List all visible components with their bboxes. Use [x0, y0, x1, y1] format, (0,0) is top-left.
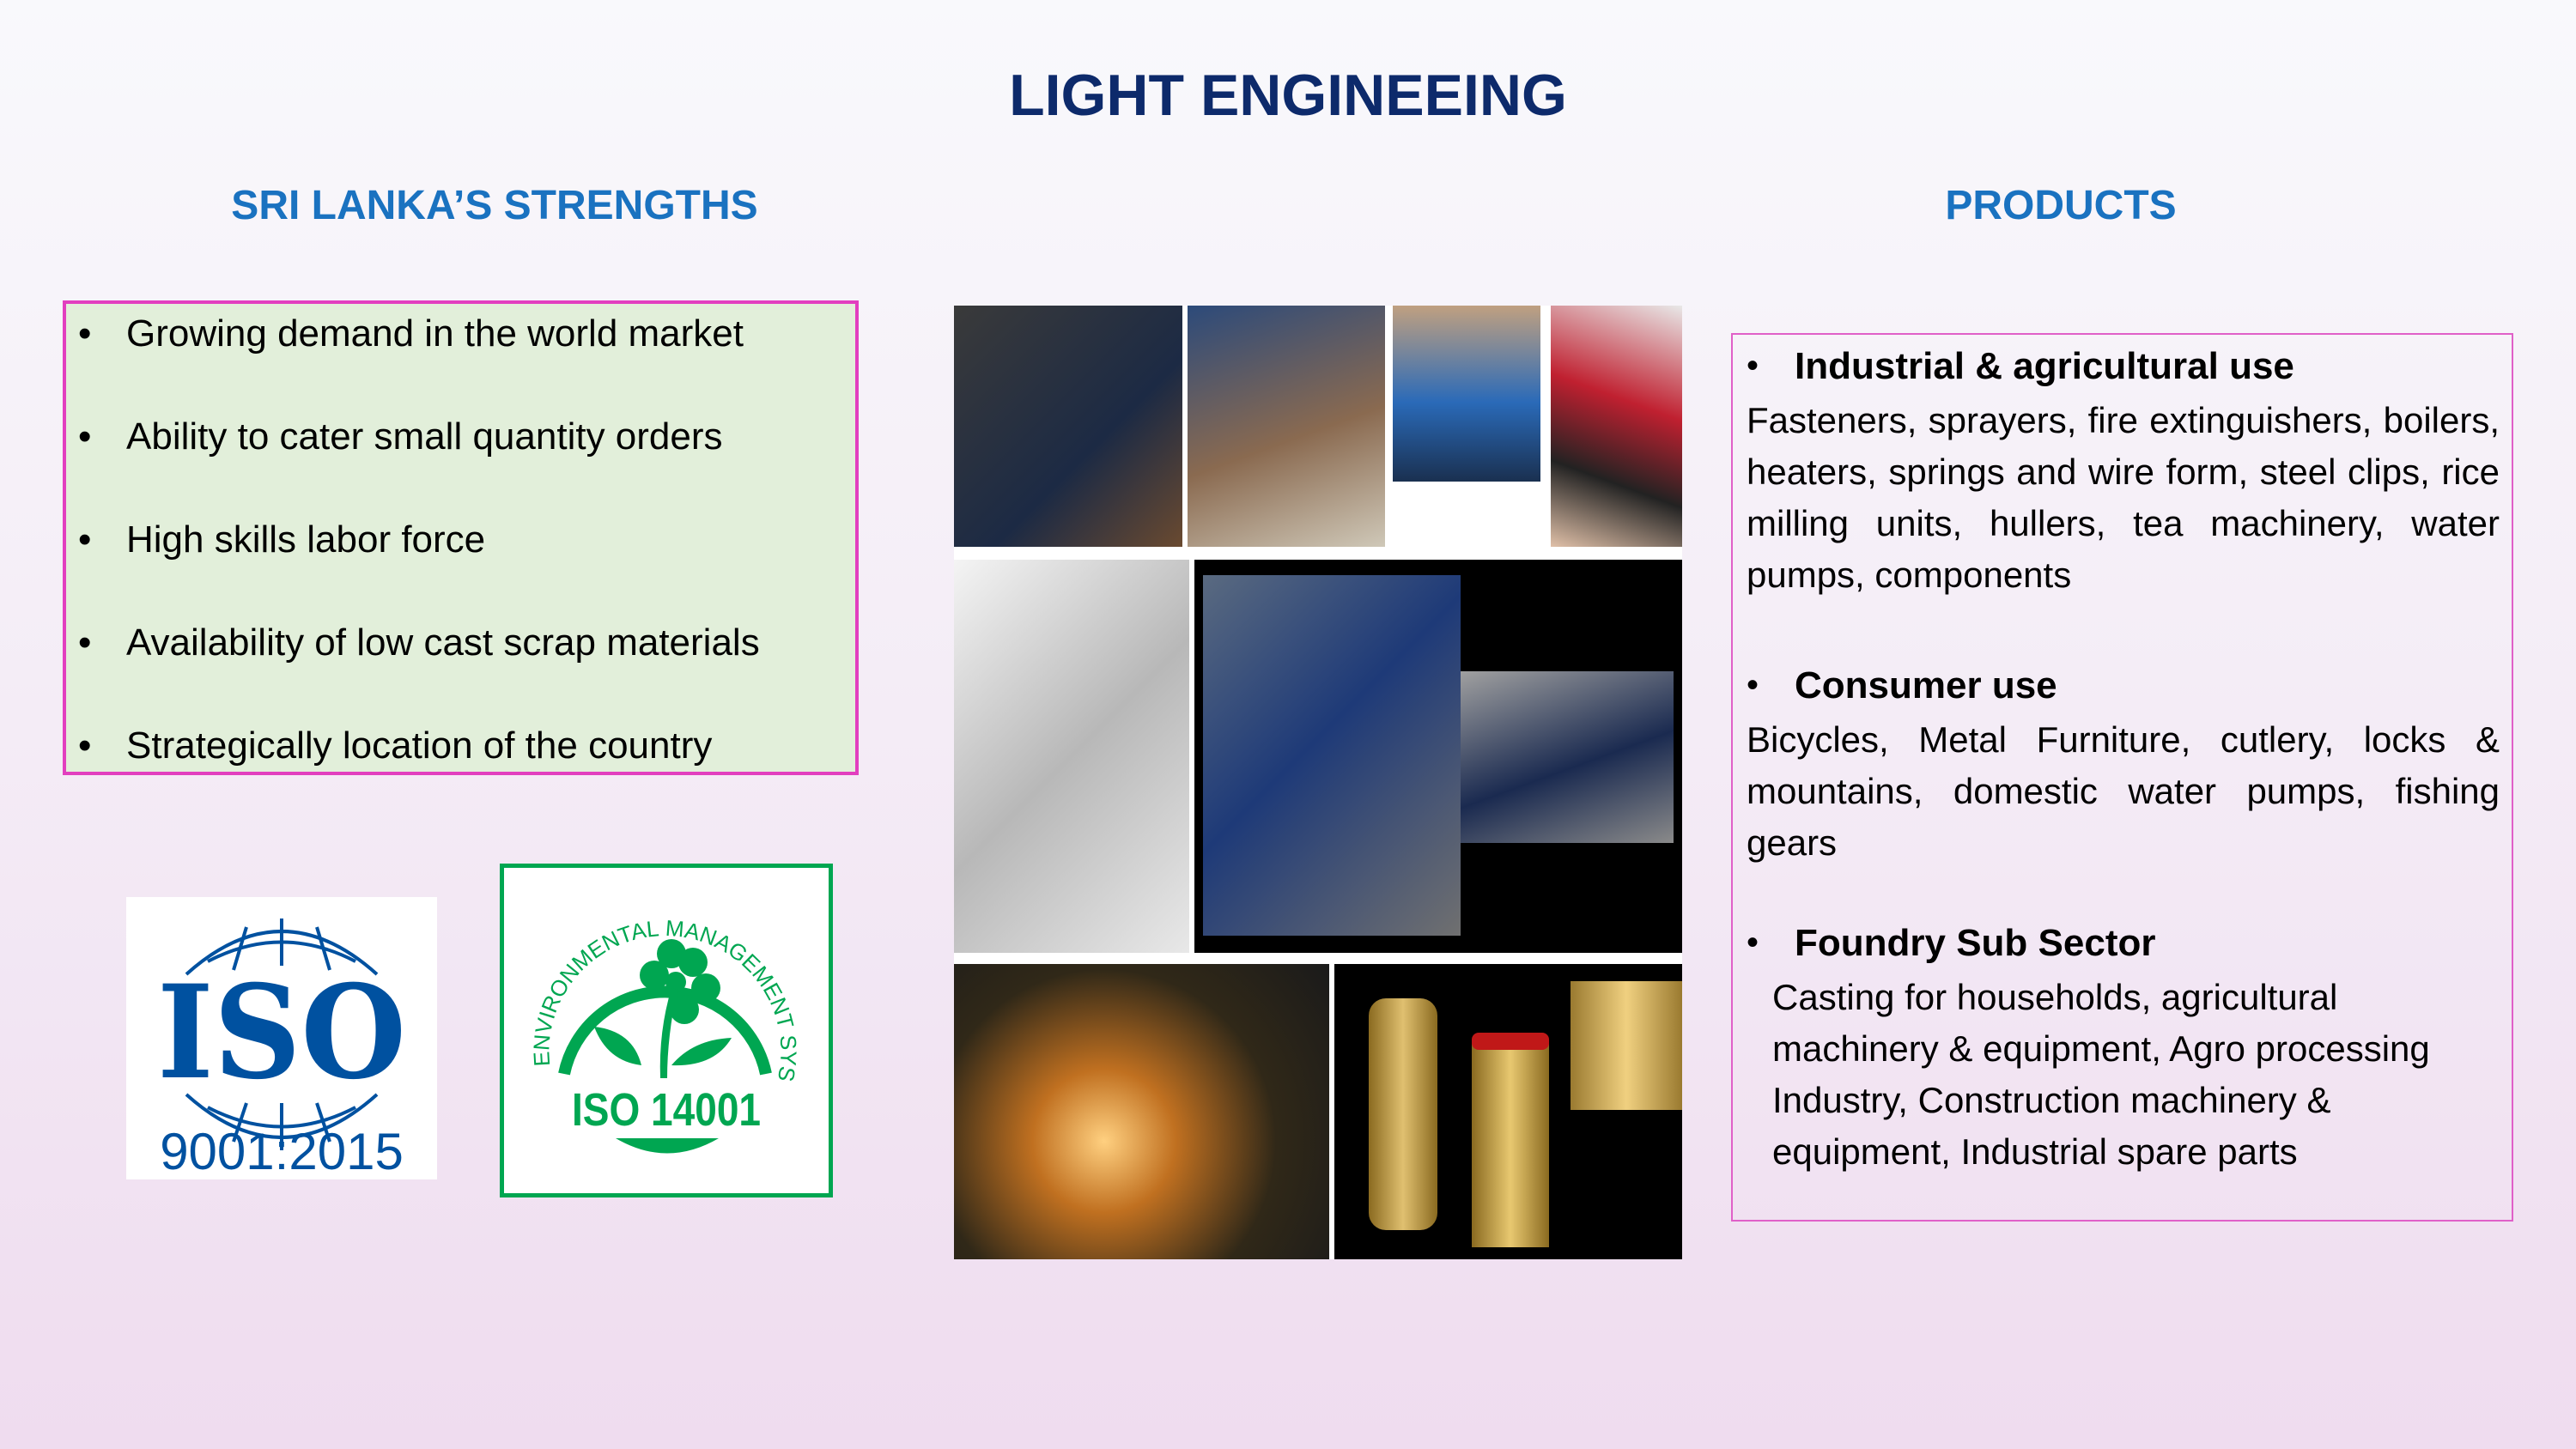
crash-test-dummy-photo — [1188, 306, 1385, 547]
bullet: • — [1747, 666, 1759, 704]
section-title: Foundry Sub Sector — [1795, 922, 2156, 964]
svg-text:ISO: ISO — [157, 957, 406, 1108]
welding-sparks-photo — [954, 964, 1329, 1259]
product-photo-collage — [954, 306, 1682, 1259]
caliper-drawing-photo — [954, 560, 1189, 953]
bullet: • — [1747, 924, 1759, 961]
strengths-box: •Growing demand in the world market •Abi… — [63, 300, 859, 775]
iso-9001-standard: 9001:2015 — [160, 1123, 404, 1180]
section-body: Fasteners, sprayers, fire extinguishers,… — [1747, 400, 2500, 595]
handle-grip-photo — [1551, 306, 1682, 547]
iso-14001-logo: ENVIRONMENTAL MANAGEMENT SYSTEM ISO 1400… — [495, 847, 833, 1197]
section-body: Casting for households, agricultural mac… — [1772, 977, 2430, 1172]
page-title: LIGHT ENGINEEING — [1009, 63, 1567, 128]
worker-machine-photo — [954, 306, 1182, 547]
brass-valves-photo — [1334, 964, 1682, 1259]
products-heading: PRODUCTS — [1945, 183, 2177, 228]
car-parts-photo — [1194, 560, 1682, 953]
svg-text:ISO 14001: ISO 14001 — [572, 1084, 761, 1136]
globe-icon: ISO — [157, 919, 406, 1150]
iso-9001-logo: ISO 9001:2015 — [126, 897, 437, 1180]
child-seat-photo — [1393, 306, 1540, 482]
plant-icon: ENVIRONMENTAL MANAGEMENT SYSTEM ISO 1400… — [495, 847, 802, 1154]
bullet: • — [1747, 347, 1759, 385]
strengths-heading: SRI LANKA’S STRENGTHS — [231, 183, 758, 228]
products-box: • Industrial & agricultural use Fastener… — [1731, 333, 2513, 1222]
section-title: Consumer use — [1795, 664, 2057, 706]
section-body: Bicycles, Metal Furniture, cutlery, lock… — [1747, 719, 2500, 863]
section-title: Industrial & agricultural use — [1795, 345, 2294, 387]
